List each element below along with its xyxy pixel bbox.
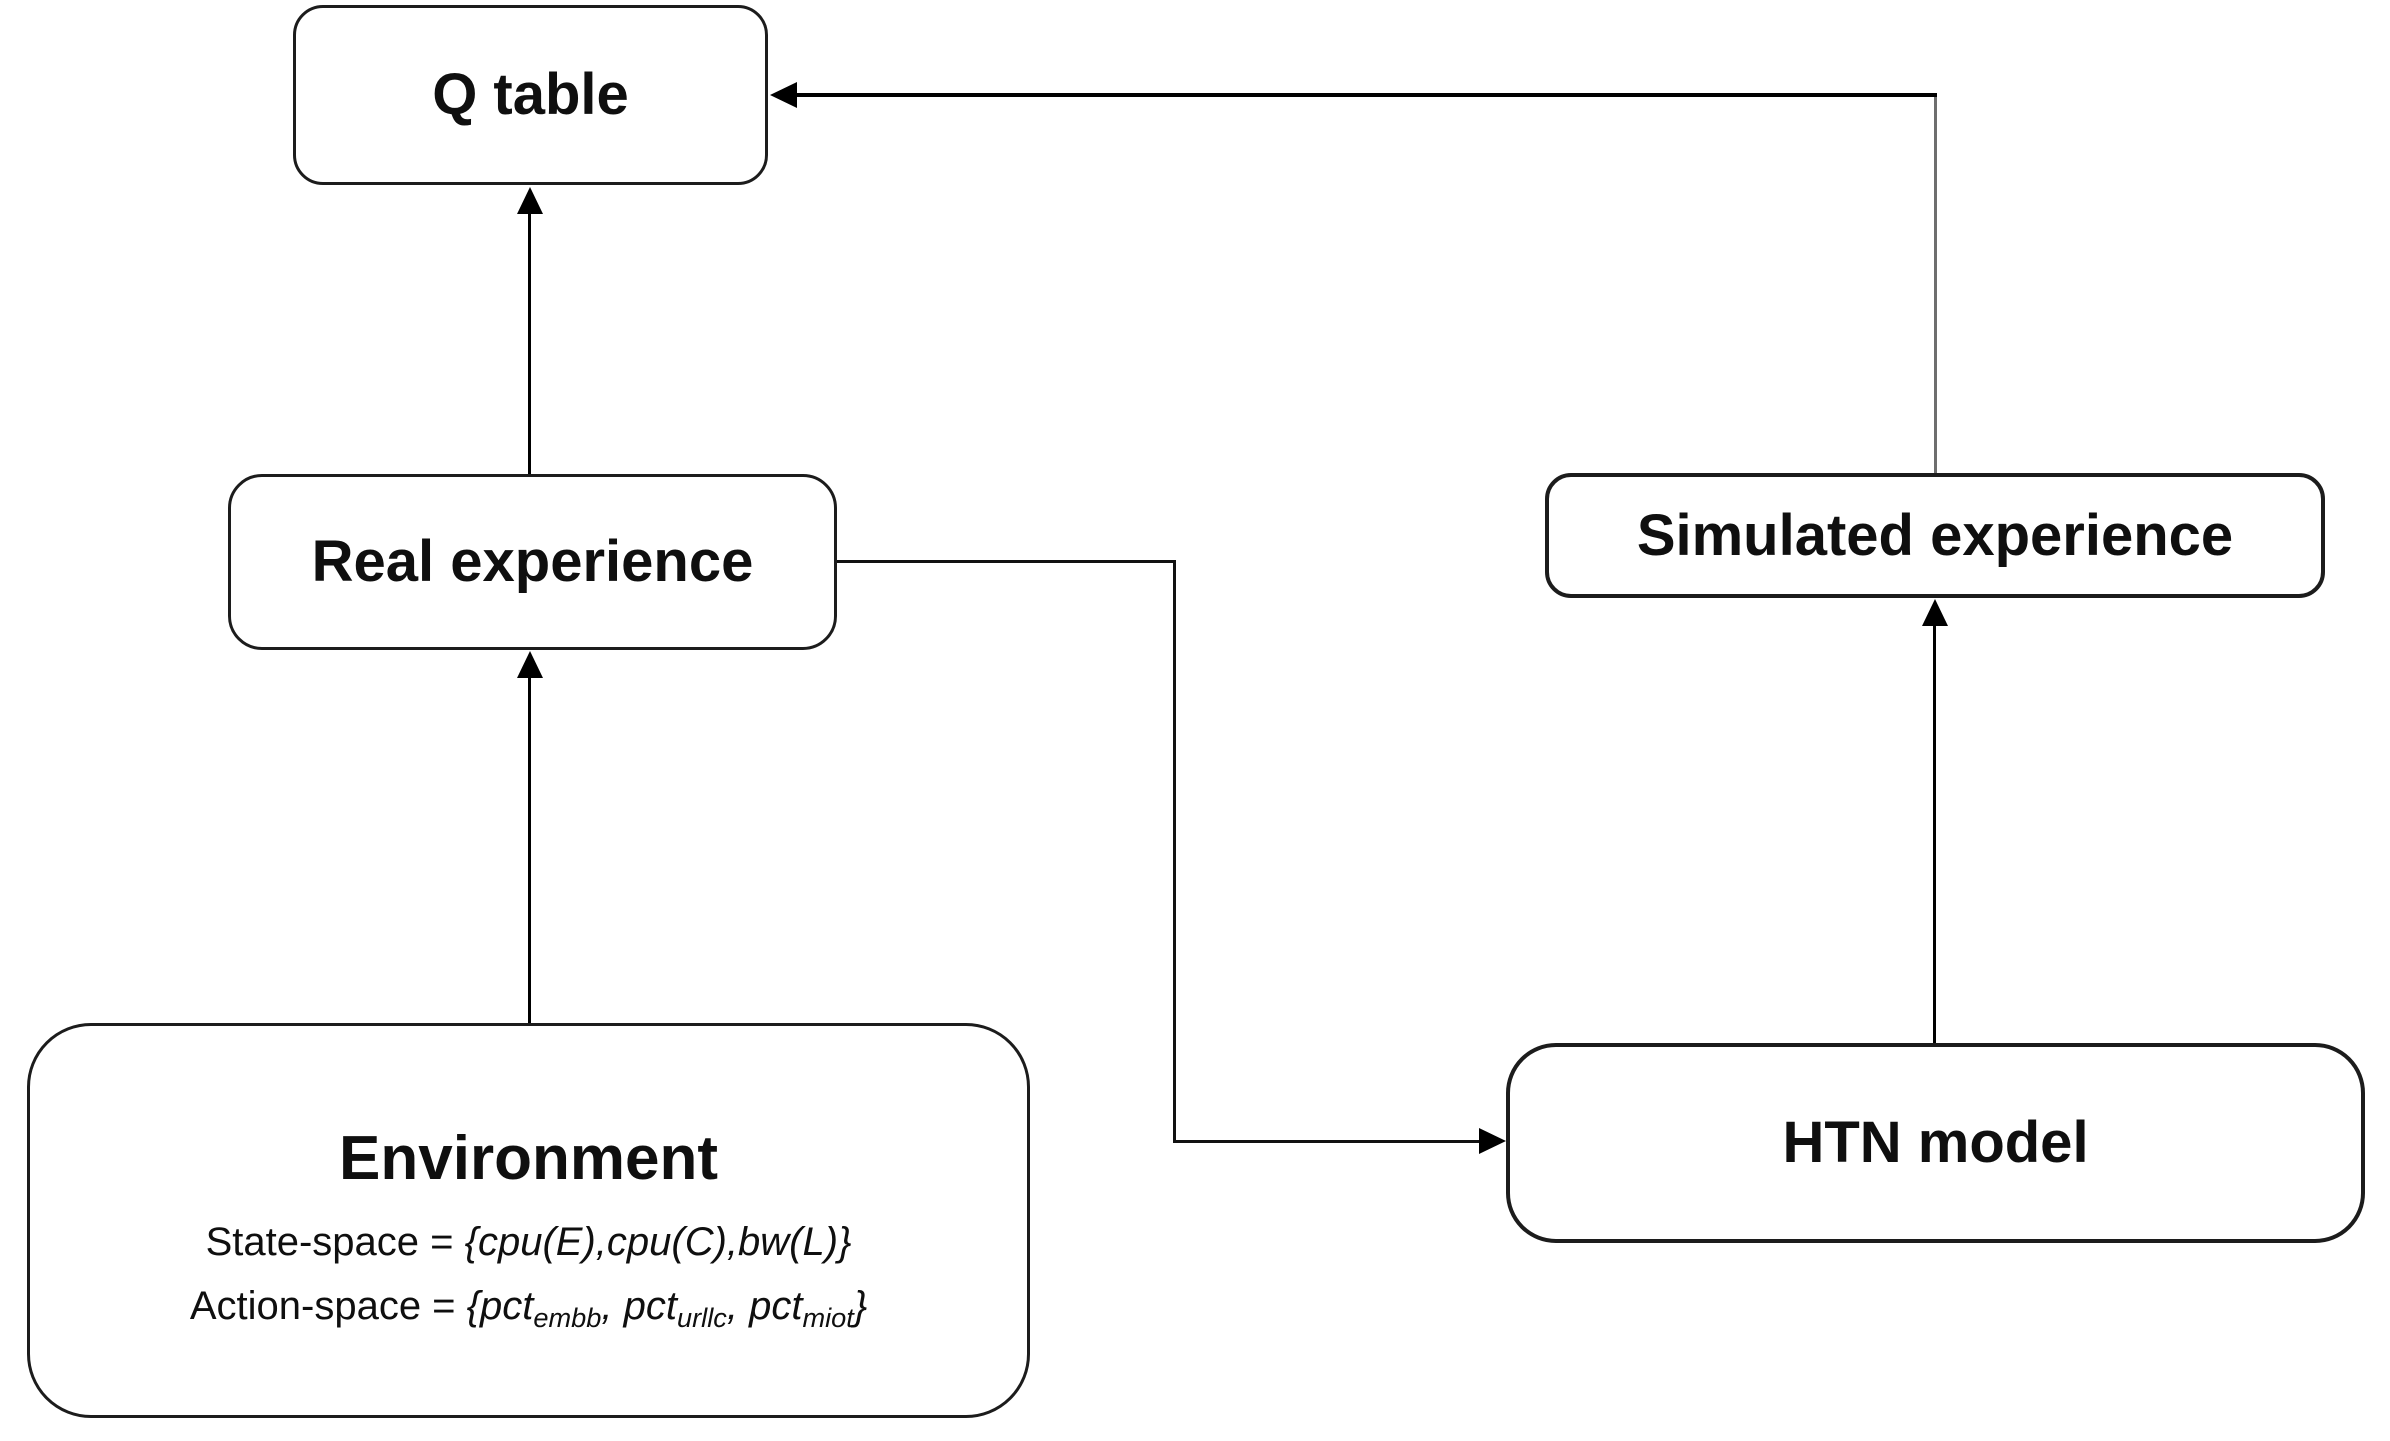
edge-real-experience-to-htn-segment-h1: [836, 560, 1175, 563]
arrowhead-up-icon: [1922, 599, 1948, 626]
state-space-label: State-space =: [205, 1220, 465, 1264]
arrowhead-up-icon: [517, 651, 543, 678]
environment-node: Environment State-space = {cpu(E),cpu(C)…: [27, 1023, 1030, 1418]
arrowhead-left-icon: [770, 82, 797, 108]
state-space-set: {cpu(E),cpu(C),bw(L)}: [464, 1220, 852, 1264]
real-experience-label: Real experience: [311, 529, 754, 595]
q-table-node: Q table: [293, 5, 768, 185]
edge-simulated-to-q-table-segment-v: [1934, 97, 1937, 473]
q-table-label: Q table: [432, 62, 629, 128]
simulated-experience-label: Simulated experience: [1636, 502, 2234, 568]
real-experience-node: Real experience: [228, 474, 837, 650]
arrowhead-up-icon: [517, 187, 543, 214]
edge-environment-to-real-experience-line: [528, 676, 531, 1023]
edge-real-experience-to-q-table-line: [528, 212, 531, 474]
action-space-label: Action-space =: [189, 1284, 467, 1328]
action-space-set: {pctembb, pcturllc, pctmiot}: [466, 1284, 868, 1334]
htn-model-label: HTN model: [1782, 1110, 2089, 1176]
environment-action-space-line: Action-space = {pctembb, pcturllc, pctmi…: [30, 1274, 1027, 1338]
htn-model-node: HTN model: [1506, 1043, 2365, 1243]
edge-simulated-to-q-table-segment-h: [796, 93, 1937, 97]
environment-title: Environment: [339, 1124, 718, 1193]
environment-state-space-line: State-space = {cpu(E),cpu(C),bw(L)}: [30, 1210, 1027, 1274]
arrowhead-right-icon: [1479, 1128, 1506, 1154]
edge-htn-to-simulated-line: [1933, 624, 1936, 1043]
edge-real-experience-to-htn-segment-h2: [1173, 1140, 1480, 1143]
edge-real-experience-to-htn-segment-v: [1173, 560, 1176, 1142]
simulated-experience-node: Simulated experience: [1545, 473, 2325, 598]
